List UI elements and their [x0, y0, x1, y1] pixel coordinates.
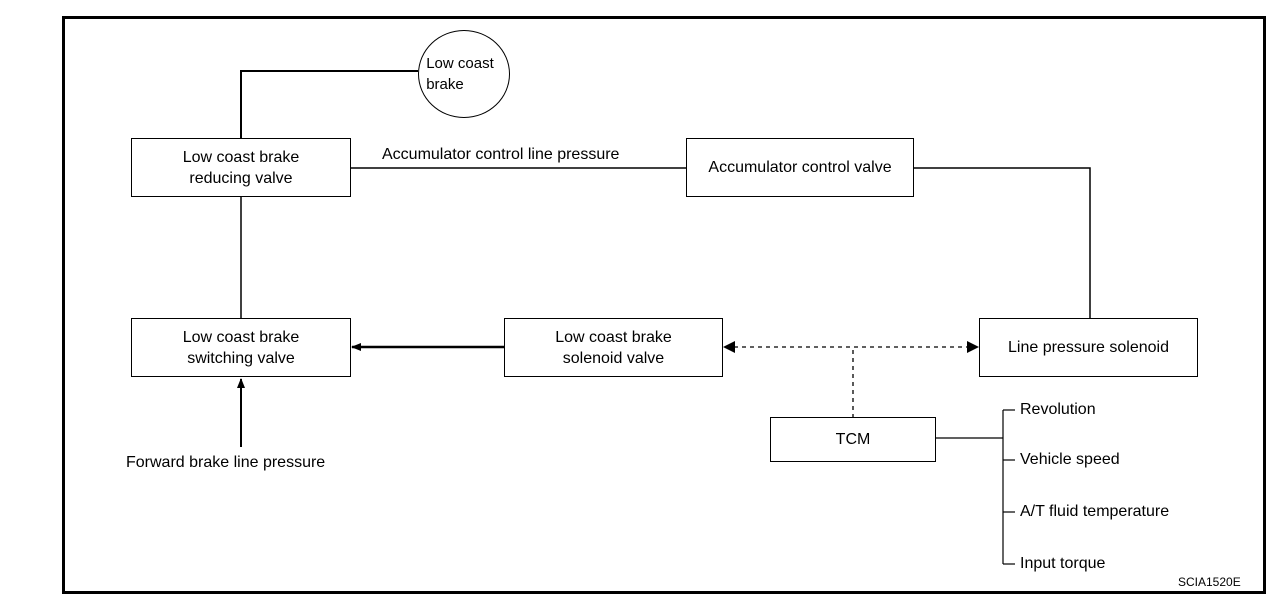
connector-accumulator-to-line-solenoid	[913, 167, 1091, 318]
figure-code: SCIA1520E	[1178, 575, 1241, 589]
connector-brake-to-reducing-valve	[240, 70, 418, 138]
diagram-frame	[62, 16, 1266, 594]
signal-arrowhead-right	[967, 341, 979, 353]
forward-brake-line-pressure-label: Forward brake line pressure	[126, 454, 326, 471]
low-coast-brake-node: Low coast brake	[418, 30, 510, 118]
tcm-input-fluid-temperature: A/T fluid temperature	[1020, 503, 1170, 520]
solenoid-valve-box: Low coast brake solenoid valve	[504, 318, 723, 377]
tcm-box: TCM	[770, 417, 936, 462]
reducing-valve-box: Low coast brake reducing valve	[131, 138, 351, 197]
tcm-input-vehicle-speed: Vehicle speed	[1020, 451, 1120, 468]
tcm-input-revolution: Revolution	[1020, 401, 1096, 418]
accumulator-control-valve-box: Accumulator control valve	[686, 138, 914, 197]
tcm-input-torque: Input torque	[1020, 555, 1106, 572]
accumulator-line-pressure-label: Accumulator control line pressure	[382, 146, 620, 163]
signal-arrowhead-left	[723, 341, 735, 353]
line-pressure-solenoid-box: Line pressure solenoid	[979, 318, 1198, 377]
switching-valve-box: Low coast brake switching valve	[131, 318, 351, 377]
